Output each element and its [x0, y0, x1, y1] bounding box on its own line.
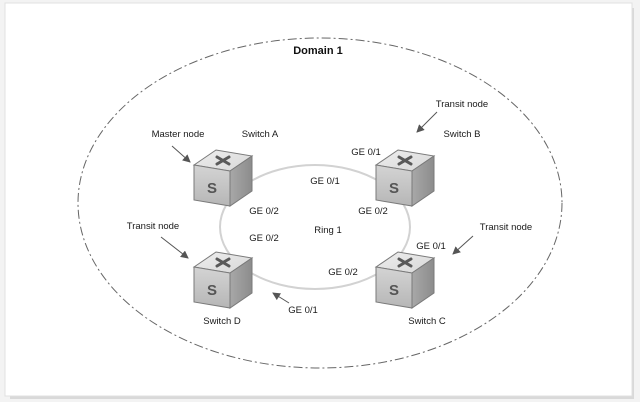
switch-c-role: Transit node: [480, 222, 532, 233]
domain-title: Domain 1: [293, 45, 343, 57]
switch-d-port-ge01: GE 0/1: [288, 305, 318, 316]
switch-b-port-ge01: GE 0/1: [351, 147, 381, 158]
switch-b-role-arrow: [416, 111, 438, 133]
switch-d-name: Switch D: [203, 316, 241, 327]
switch-a-role-arrow: [171, 145, 191, 163]
switch-d-port-ge02: GE 0/2: [249, 233, 279, 244]
switch-d-role-arrow: [160, 236, 189, 259]
switch-d-role: Transit node: [127, 221, 179, 232]
panel: [4, 2, 633, 397]
switch-c-port-ge02: GE 0/2: [328, 267, 358, 278]
switch-a-role: Master node: [152, 129, 205, 140]
switch-a-name: Switch A: [242, 129, 279, 140]
switch-b-name: Switch B: [444, 129, 481, 140]
domain-boundary: [77, 37, 563, 369]
ring-label: Ring 1: [314, 225, 341, 236]
switch-c-role-arrow: [452, 235, 474, 255]
switch-a-port-ge01: GE 0/1: [310, 176, 340, 187]
switch-c-name: Switch C: [408, 316, 446, 327]
switch-d-port-ge01-arrow: [272, 292, 290, 304]
switch-a-port-ge02: GE 0/2: [249, 206, 279, 217]
switch-b-role: Transit node: [436, 99, 488, 110]
switch-c-port-ge01: GE 0/1: [416, 241, 446, 252]
ring-line: [219, 164, 411, 290]
switch-b-port-ge02: GE 0/2: [358, 206, 388, 217]
